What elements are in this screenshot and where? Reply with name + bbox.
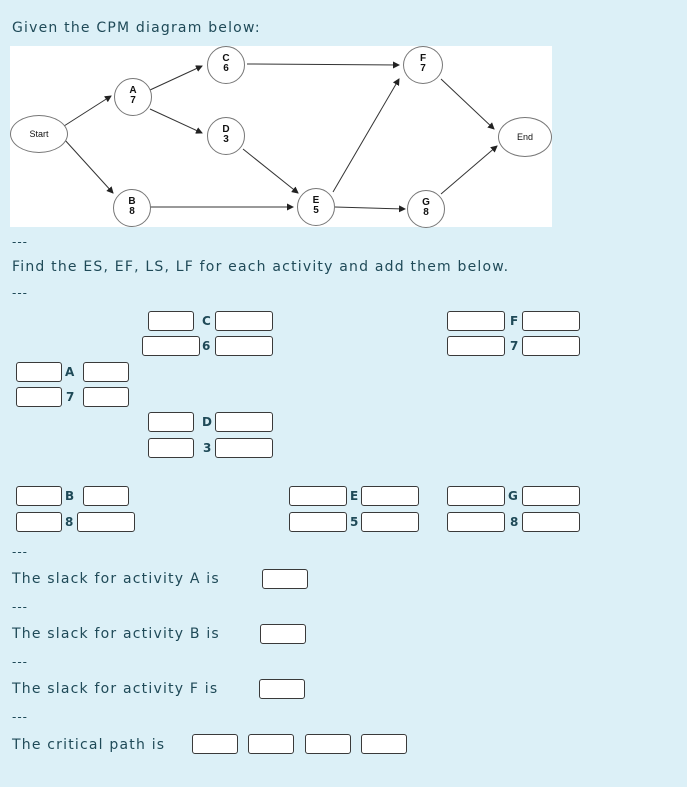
separator: ---: [12, 545, 28, 559]
c-es-input[interactable]: [148, 311, 194, 331]
slack-b-input[interactable]: [260, 624, 306, 644]
b-ef-input[interactable]: [83, 486, 129, 506]
g-ef-input[interactable]: [522, 486, 580, 506]
b-duration: 8: [65, 515, 74, 529]
node-c-label: C: [222, 53, 230, 64]
a-lf-input[interactable]: [83, 387, 129, 407]
separator: ---: [12, 655, 28, 669]
critical-path-input-3[interactable]: [305, 734, 351, 754]
a-ls-input[interactable]: [16, 387, 62, 407]
node-start-label: Start: [29, 129, 49, 139]
node-g: G 8: [407, 190, 445, 228]
node-a-duration: 7: [130, 95, 136, 106]
arrow-a-d: [149, 108, 203, 134]
d-lf-input[interactable]: [215, 438, 273, 458]
node-d: D 3: [207, 117, 245, 155]
node-f-duration: 7: [420, 63, 426, 74]
node-end: End: [498, 117, 552, 157]
diagram-arrows: [63, 61, 498, 213]
node-b-duration: 8: [129, 206, 135, 217]
g-duration: 8: [510, 515, 519, 529]
e-es-input[interactable]: [289, 486, 347, 506]
node-end-label: End: [516, 132, 533, 142]
node-f: F 7: [403, 46, 443, 84]
critical-path-input-2[interactable]: [248, 734, 294, 754]
arrow-a-c: [149, 65, 203, 91]
critical-path-input-1[interactable]: [192, 734, 238, 754]
b-lf-input[interactable]: [77, 512, 135, 532]
slack-f-input[interactable]: [259, 679, 305, 699]
a-label: A: [65, 365, 75, 379]
node-b: B 8: [113, 189, 151, 227]
g-label: G: [508, 489, 518, 503]
arrow-e-f: [332, 78, 400, 193]
separator: ---: [12, 710, 28, 724]
d-label: D: [202, 415, 212, 429]
slack-a-input[interactable]: [262, 569, 308, 589]
arrow-d-e: [242, 148, 299, 194]
g-ls-input[interactable]: [447, 512, 505, 532]
node-d-label: D: [222, 124, 230, 135]
arrow-f-end: [440, 78, 495, 130]
node-g-label: G: [422, 197, 430, 208]
a-es-input[interactable]: [16, 362, 62, 382]
slack-b-question: The slack for activity B is: [12, 626, 220, 642]
separator: ---: [12, 600, 28, 614]
arrow-g-end: [440, 145, 498, 195]
node-c: C 6: [207, 46, 245, 84]
node-e-label: E: [312, 195, 320, 206]
e-ef-input[interactable]: [361, 486, 419, 506]
intro-text: Given the CPM diagram below:: [12, 20, 261, 36]
node-e: E 5: [297, 188, 335, 226]
node-b-label: B: [128, 196, 136, 207]
c-label: C: [202, 314, 211, 328]
d-es-input[interactable]: [148, 412, 194, 432]
a-duration: 7: [66, 390, 75, 404]
f-ls-input[interactable]: [447, 336, 505, 356]
c-ls-input[interactable]: [142, 336, 200, 356]
e-label: E: [350, 489, 359, 503]
instruction-text: Find the ES, EF, LS, LF for each activit…: [12, 259, 510, 275]
d-ls-input[interactable]: [148, 438, 194, 458]
g-lf-input[interactable]: [522, 512, 580, 532]
critical-path-question: The critical path is: [12, 737, 166, 753]
arrow-start-b: [63, 138, 114, 194]
c-lf-input[interactable]: [215, 336, 273, 356]
separator: ---: [12, 286, 28, 300]
arrow-e-g: [334, 205, 406, 213]
node-a: A 7: [114, 78, 152, 116]
d-duration: 3: [203, 441, 212, 455]
arrow-start-a: [63, 95, 112, 127]
b-label: B: [65, 489, 75, 503]
c-duration: 6: [202, 339, 211, 353]
node-a-label: A: [129, 85, 137, 96]
node-g-duration: 8: [423, 207, 429, 218]
separator: ---: [12, 235, 28, 249]
b-ls-input[interactable]: [16, 512, 62, 532]
node-e-duration: 5: [313, 205, 319, 216]
arrow-c-f: [246, 61, 400, 69]
f-ef-input[interactable]: [522, 311, 580, 331]
f-duration: 7: [510, 339, 519, 353]
node-f-label: F: [419, 53, 427, 64]
b-es-input[interactable]: [16, 486, 62, 506]
node-start: Start: [10, 115, 68, 153]
critical-path-input-4[interactable]: [361, 734, 407, 754]
g-es-input[interactable]: [447, 486, 505, 506]
e-ls-input[interactable]: [289, 512, 347, 532]
f-label: F: [510, 314, 519, 328]
cpm-diagram: Start A 7 B 8 C 6 D 3 E 5 F 7 G 8 End: [10, 46, 552, 228]
slack-a-question: The slack for activity A is: [12, 571, 220, 587]
e-lf-input[interactable]: [361, 512, 419, 532]
f-lf-input[interactable]: [522, 336, 580, 356]
a-ef-input[interactable]: [83, 362, 129, 382]
c-ef-input[interactable]: [215, 311, 273, 331]
slack-f-question: The slack for activity F is: [12, 681, 219, 697]
node-d-duration: 3: [223, 134, 229, 145]
f-es-input[interactable]: [447, 311, 505, 331]
e-duration: 5: [350, 515, 359, 529]
d-ef-input[interactable]: [215, 412, 273, 432]
node-c-duration: 6: [223, 63, 229, 74]
